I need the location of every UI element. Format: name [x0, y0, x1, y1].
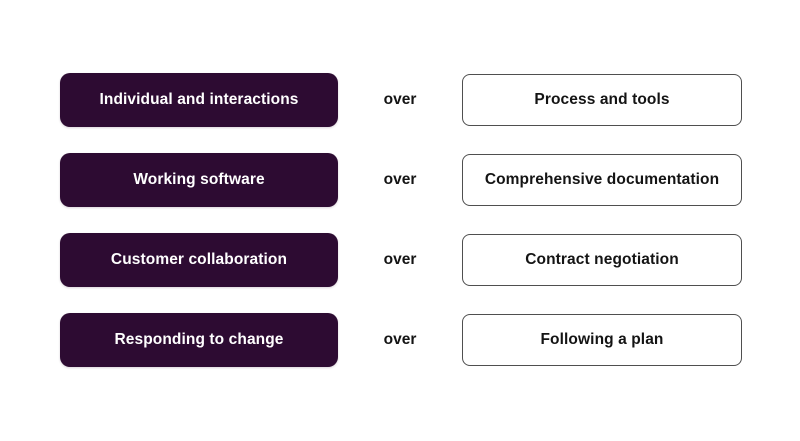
alternative-label: Process and tools [534, 91, 670, 108]
value-box: Customer collaboration [60, 233, 338, 287]
alternative-box: Following a plan [462, 314, 742, 366]
value-box: Individual and interactions [60, 73, 338, 127]
over-label: over [383, 91, 417, 108]
alternative-label: Following a plan [540, 331, 664, 348]
over-label: over [383, 331, 417, 348]
value-label: Responding to change [114, 331, 284, 348]
value-row: Customer collaboration over Contract neg… [60, 233, 800, 287]
over-label: over [383, 171, 417, 188]
value-label: Individual and interactions [99, 91, 299, 108]
over-label: over [383, 251, 417, 268]
alternative-box: Comprehensive documentation [462, 154, 742, 206]
alternative-label: Comprehensive documentation [484, 171, 720, 188]
value-row: Working software over Comprehensive docu… [60, 153, 800, 207]
alternative-box: Contract negotiation [462, 234, 742, 286]
value-box: Responding to change [60, 313, 338, 367]
value-label: Working software [133, 171, 265, 188]
value-label: Customer collaboration [110, 251, 288, 268]
value-box: Working software [60, 153, 338, 207]
diagram-rows: Individual and interactions over Process… [60, 73, 800, 367]
value-row: Responding to change over Following a pl… [60, 313, 800, 367]
value-row: Individual and interactions over Process… [60, 73, 800, 127]
alternative-label: Contract negotiation [525, 251, 679, 268]
alternative-box: Process and tools [462, 74, 742, 126]
